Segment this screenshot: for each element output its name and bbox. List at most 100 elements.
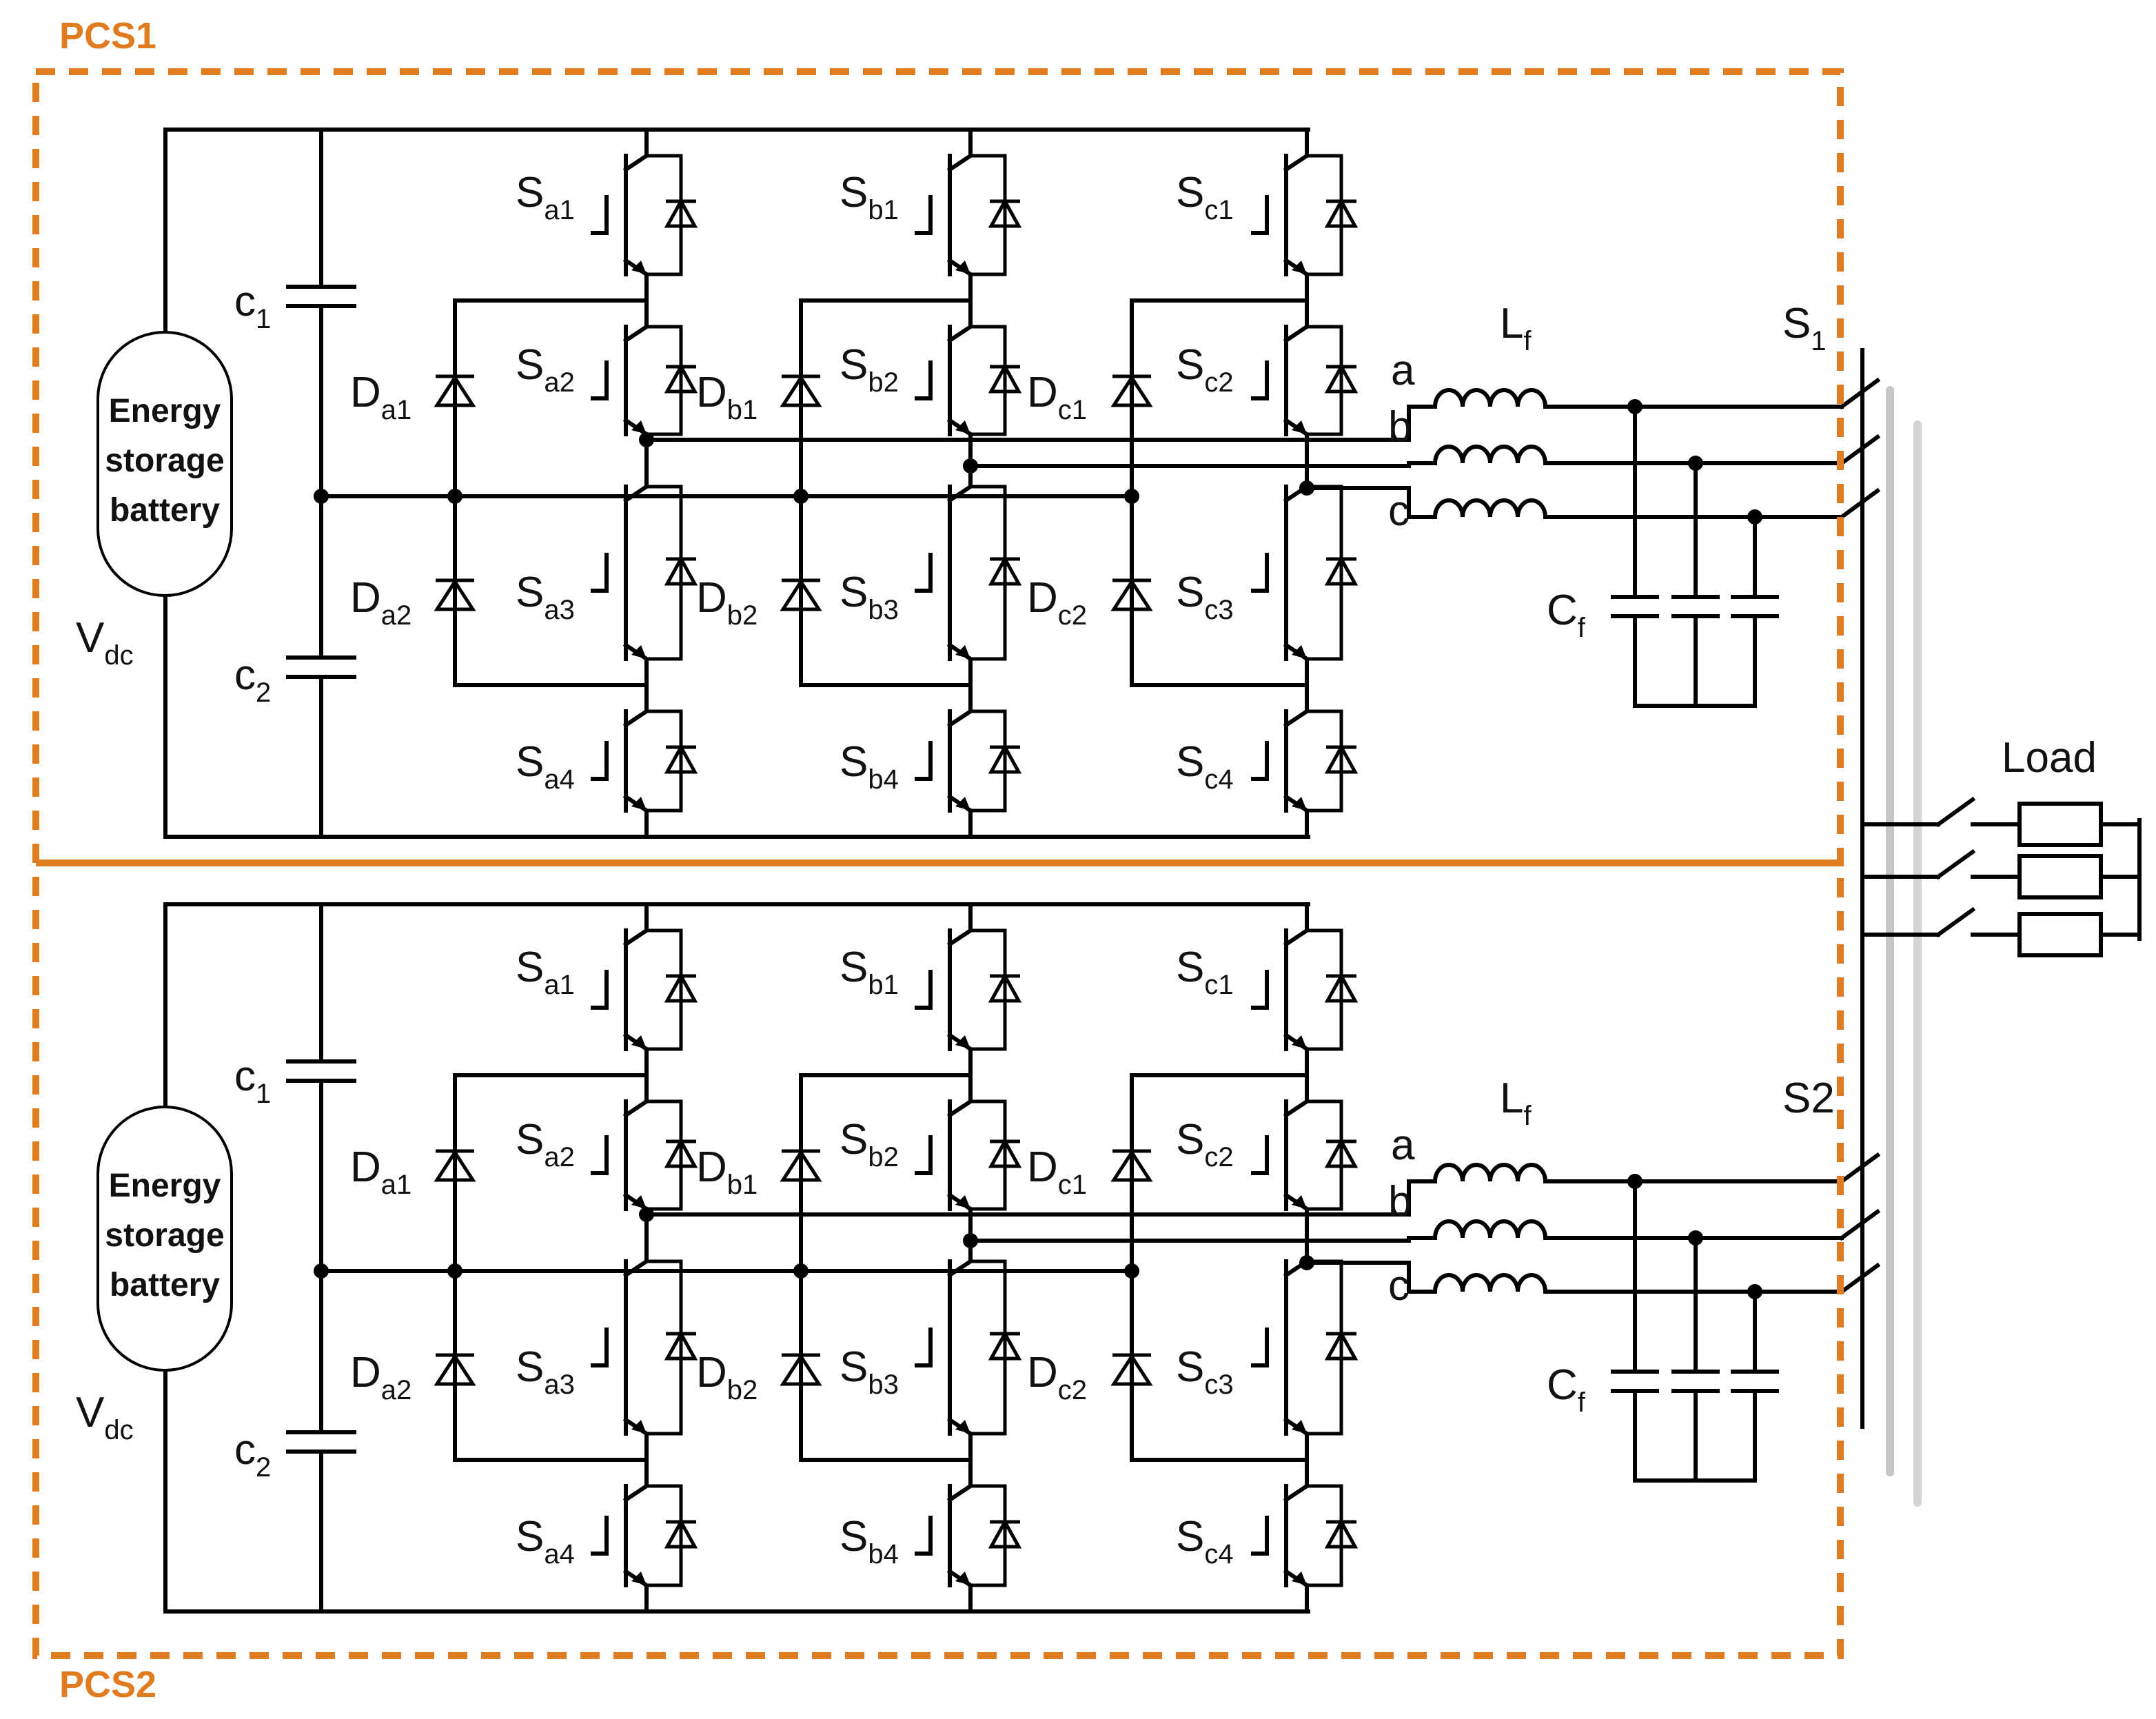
clamp-diode-c1 <box>1110 374 1153 407</box>
diode-label-c1: Dc1 <box>1027 369 1087 425</box>
diode-label-a1-main: D <box>350 1143 381 1191</box>
phase-label-b: b <box>1388 403 1412 451</box>
inductor-a <box>1432 388 1548 409</box>
diode-label-a1: Da1 <box>350 369 411 425</box>
switch-label-b2-sub: b2 <box>868 367 899 398</box>
clamp-branch-b <box>799 1073 973 1462</box>
breaker-contact-a <box>1838 1152 1881 1185</box>
switch-label-b3: Sb3 <box>840 1343 899 1400</box>
switch-label-b2-main: S <box>840 1116 868 1163</box>
igbt-s-a1-diode-loop <box>647 928 683 1051</box>
igbt-s-b2-diode-triangle <box>988 1137 1022 1168</box>
vdc-label-sub: dc <box>104 1415 133 1445</box>
switch-label-c3: Sc3 <box>1176 569 1234 625</box>
battery-label-line: battery <box>110 1267 220 1303</box>
igbt-s-b3-diode-loop <box>970 485 1007 661</box>
diode-label-c1-sub: c1 <box>1058 1170 1087 1200</box>
filter-cap-label-main: C <box>1547 1361 1578 1409</box>
diode-label-c2-main: D <box>1027 1349 1058 1396</box>
switch-label-a1: Sa1 <box>516 944 575 1000</box>
filter-capacitor-a-gap <box>1610 1370 1660 1392</box>
output-wire-a <box>644 405 1437 442</box>
switch-label-c4: Sc4 <box>1176 1513 1234 1569</box>
igbt-s-b2-gate <box>915 360 933 400</box>
switch-label-c2: Sc2 <box>1176 1116 1234 1172</box>
igbt-s-b4-gate <box>915 1516 933 1556</box>
switch-label-c2: Sc2 <box>1176 341 1234 398</box>
diode-label-b1-sub: b1 <box>727 395 758 425</box>
breaker-label: S1 <box>1782 300 1827 356</box>
load-resistor-1 <box>2017 854 2103 899</box>
load-switch-2 <box>1935 906 1976 938</box>
diode-label-b2-sub: b2 <box>727 1375 758 1405</box>
switch-label-c1: Sc1 <box>1176 169 1234 225</box>
phase-label-a: a <box>1391 347 1415 394</box>
igbt-s-b3-diode-triangle <box>988 555 1022 586</box>
clamp-diode-b1-triangle <box>780 1149 822 1182</box>
output-wire-b <box>968 461 1437 468</box>
igbt-s-c4-gate <box>1251 1516 1269 1556</box>
switch-label-a4-sub: a4 <box>544 764 575 795</box>
switch-label-a1-sub: a1 <box>544 970 575 1000</box>
igbt-s-a4-gate <box>591 741 609 781</box>
junction-dot <box>314 1263 329 1279</box>
filter-cap-label: Cf <box>1547 587 1586 643</box>
switch-label-b4: Sb4 <box>840 1513 899 1569</box>
igbt-s-b4 <box>915 683 1022 839</box>
junction-dot <box>447 1263 462 1279</box>
ac-bus <box>1860 348 1922 1507</box>
capacitor-c2-gap <box>285 656 357 678</box>
switch-label-a2-sub: a2 <box>544 1142 575 1172</box>
igbt-s-a1-diode-triangle <box>664 197 698 228</box>
dc-rails <box>163 128 1310 839</box>
igbt-s-b2-collector <box>946 1073 973 1119</box>
switch-label-a3-main: S <box>516 1343 544 1391</box>
igbt-s-c3-diode-loop <box>1307 1259 1343 1436</box>
inductor-label-main: L <box>1500 300 1523 347</box>
switch-label-a1-main: S <box>516 169 544 216</box>
igbt-s-b2-diode-loop <box>970 1099 1007 1211</box>
switch-label-a4: Sa4 <box>516 1513 575 1569</box>
igbt-s-a1-collector <box>622 128 649 173</box>
igbt-s-a4 <box>591 1458 698 1614</box>
igbt-s-a2-arrow <box>631 1195 647 1209</box>
filter-capacitor-c <box>1730 1370 1780 1393</box>
switch-label-b2-sub: b2 <box>868 1142 899 1172</box>
clamp-branch-b <box>799 298 973 687</box>
switch-label-a2: Sa2 <box>516 1116 575 1172</box>
igbt-s-c4-diode-triangle <box>1324 1518 1359 1549</box>
igbt-s-a2 <box>591 298 698 462</box>
igbt-s-b2 <box>915 1073 1022 1237</box>
dc-link <box>285 902 357 1614</box>
filter-capacitor-a <box>1610 595 1660 618</box>
diode-label-b2-main: D <box>696 1349 727 1396</box>
igbt-s-a1-arrow <box>631 1035 647 1049</box>
battery-label-line: Energy <box>109 1168 221 1204</box>
output-wire-c <box>1305 486 1437 519</box>
igbt-s-a2-diode-triangle <box>664 363 698 394</box>
igbt-s-b2-diode-loop <box>970 325 1007 436</box>
igbt-s-b3 <box>915 458 1022 687</box>
igbt-s-a3-diode-loop <box>647 485 683 661</box>
load-switch-0 <box>1935 796 1976 828</box>
inductor-c-coil <box>1432 498 1548 520</box>
clamp-diode-c1 <box>1110 1149 1153 1182</box>
phase-label-c: c <box>1388 487 1410 535</box>
igbt-s-a3 <box>591 458 698 687</box>
pcs-block-2: EnergystoragebatteryVdcc1c2Sa1Sa2Sa3Sa4D… <box>76 902 1881 1614</box>
switch-label-b3-sub: b3 <box>868 1370 899 1400</box>
igbt-s-b1-gate <box>915 970 933 1010</box>
junction-dot <box>1124 1263 1139 1279</box>
igbt-s-a1-gate <box>591 970 609 1010</box>
igbt-s-b1-collector <box>946 902 973 948</box>
igbt-s-a4-diode-triangle <box>664 743 698 774</box>
igbt-s-a3-diode-triangle <box>664 555 698 586</box>
breaker-label-main: S2 <box>1782 1075 1835 1122</box>
switch-label-a2-main: S <box>516 1116 544 1163</box>
breaker-contact-a <box>1838 377 1881 410</box>
igbt-s-c1 <box>1251 128 1359 303</box>
pcs2-title: PCS2 <box>59 1664 156 1705</box>
